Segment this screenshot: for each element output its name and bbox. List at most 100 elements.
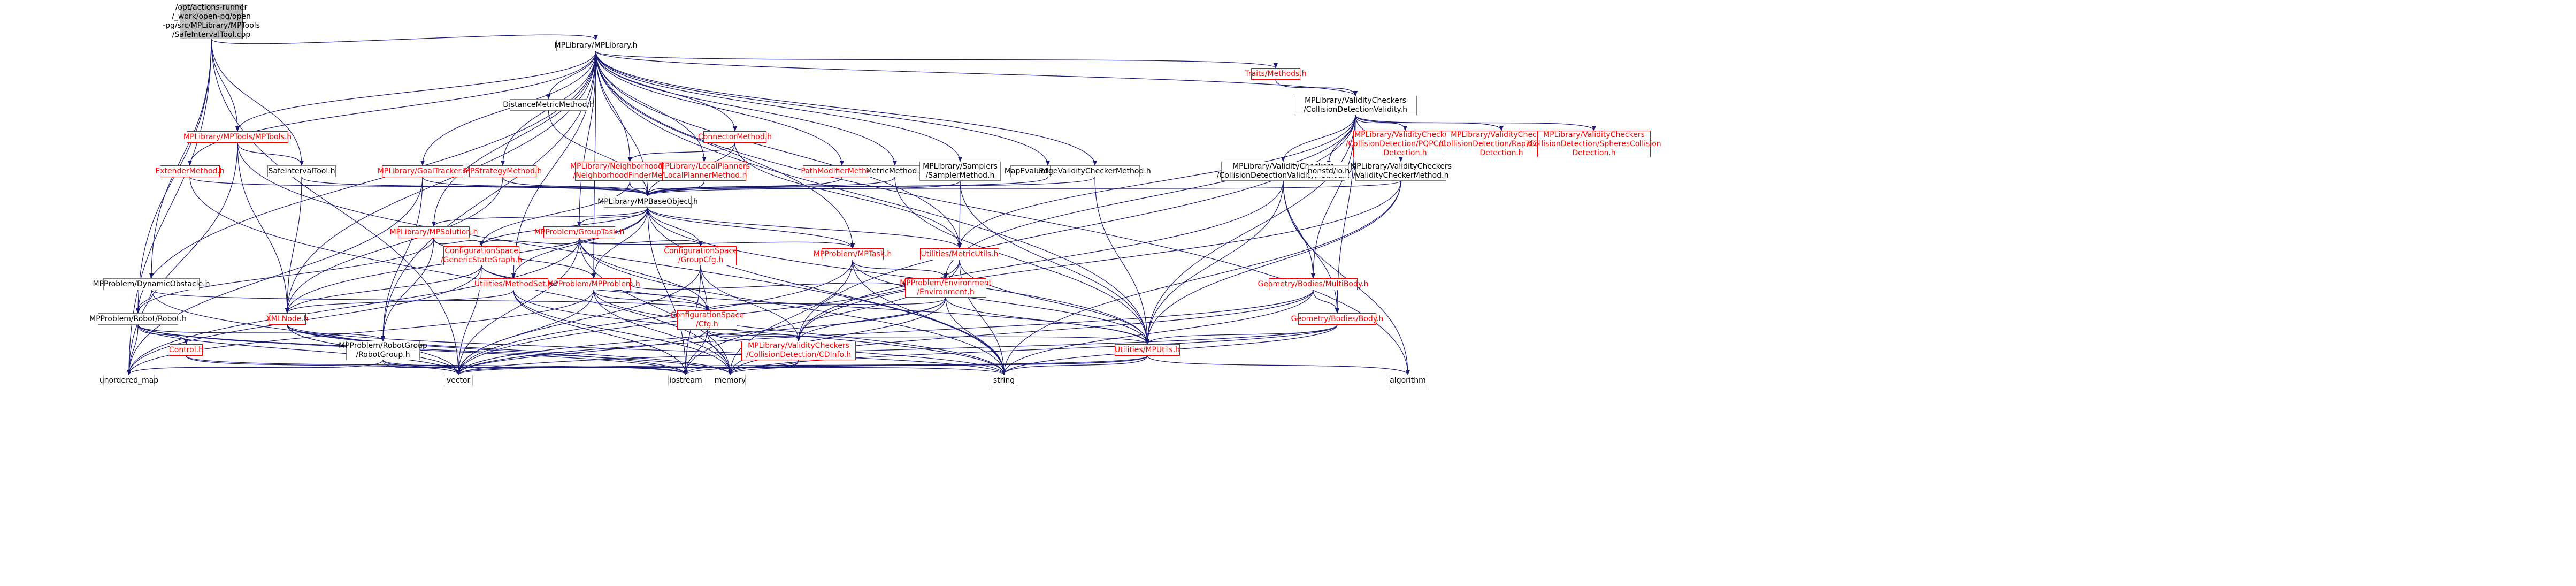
node-groupcfg[interactable]: ConfigurationSpace/GroupCfg.h [664,246,738,265]
node-label-line: Utilities/MethodSet.h [474,279,553,288]
node-robotgroup[interactable]: MPProblem/RobotGroup/RobotGroup.h [339,341,427,360]
edge-vcm-to-mpbase [646,180,1401,196]
node-traits[interactable]: Traits/Methods.h [1245,68,1307,80]
node-label-line: DistanceMetricMethod.h [503,100,594,109]
node-mplibrary[interactable]: MPLibrary/MPLibrary.h [555,40,638,51]
edge-vcm-to-cdinfo [796,180,1401,341]
node-nonstd[interactable]: nonstd/io.h [1307,165,1350,177]
node-memory[interactable]: memory [715,375,746,386]
node-body[interactable]: Geometry/Bodies/Body.h [1291,313,1383,325]
node-dynobst[interactable]: MPProblem/DynamicObstacle.h [93,278,210,290]
node-cdinfo[interactable]: MPLibrary/ValidityCheckers/CollisionDete… [741,341,856,360]
node-environment[interactable]: MPProblem/Environment/Environment.h [900,278,992,298]
node-iostream[interactable]: iostream [668,375,703,386]
node-mpstrategy[interactable]: MPStrategyMethod.h [464,165,542,177]
node-unordered[interactable]: unordered_map [99,375,158,386]
node-label-line: MPLibrary/LocalPlanners [658,162,750,171]
edge-mplibrary-to-mputils [595,51,1149,345]
node-safeint[interactable]: SafeIntervalTool.h [267,165,336,177]
node-extender[interactable]: ExtenderMethod.h [155,165,225,177]
edge-mplibrary-to-grouptask [577,51,596,227]
edge-methodset-to-string [513,290,1006,375]
node-algorithm[interactable]: algorithm [1389,375,1427,386]
node-methodset[interactable]: Utilities/MethodSet.h [474,278,553,290]
node-robot[interactable]: MPProblem/Robot/Robot.h [89,313,187,325]
node-label-line: /Environment.h [917,288,975,296]
node-nfinders[interactable]: MPLibrary/NeighborhoodFinders/Neighborho… [570,162,689,181]
edge-cspace_gsg-to-xmlnode [285,265,482,314]
node-goaltracker[interactable]: MPLibrary/GoalTracker.h [378,165,467,177]
node-mpproblem[interactable]: MPProblem/MPProblem.h [547,278,640,290]
edge-mplibrary-to-pathmod [595,51,844,166]
edge-mpbase-to-mpsolution [432,207,648,227]
edge-mplibrary-to-samplers [595,51,962,162]
node-label-line: MPLibrary/NeighborhoodFinders [570,162,690,171]
node-label-line: MPProblem/RobotGroup [339,341,427,350]
edge-mpbase-to-groupcfg [647,207,703,247]
node-mpsolution[interactable]: MPLibrary/MPSolution.h [389,226,478,238]
node-mpbase[interactable]: MPLibrary/MPBaseObject.h [597,196,698,208]
node-label-line: Detection.h [1383,148,1427,157]
edge-mputils-to-vector [456,355,1148,375]
node-cspace-gsg[interactable]: ConfigurationSpace/GenericStateGraph.h [441,246,522,265]
node-spheres[interactable]: MPLibrary/ValidityCheckers/CollisionDete… [1527,131,1661,157]
edge-multibody-to-string [1002,290,1314,375]
edge-mptools-to-xmlnode [237,142,289,314]
edge-mplibrary-to-metricutils [595,51,962,249]
node-grouptask[interactable]: MPProblem/GroupTask.h [534,226,624,238]
node-mputils[interactable]: Utilities/MPUtils.h [1115,344,1180,356]
node-root[interactable]: /opt/actions-runner/_work/open-pg/open-p… [163,3,260,39]
edge-xmlnode-to-memory [287,324,732,375]
node-label-line: Detection.h [1479,148,1523,157]
edge-mpstrategy-to-xmlnode [285,177,503,314]
node-metricutils[interactable]: Utilities/MetricUtils.h [920,248,999,260]
node-label-line: Geometry/Bodies/Body.h [1291,314,1384,323]
node-mptools[interactable]: MPLibrary/MPTools/MPTools.h [183,131,292,143]
node-control[interactable]: Control.h [169,344,203,356]
node-cfg[interactable]: ConfigurationSpace/Cfg.h [670,310,744,330]
node-multibody[interactable]: Geometry/Bodies/MultiBody.h [1258,278,1369,290]
node-label-line: Geometry/Bodies/MultiBody.h [1258,279,1369,288]
node-label-line: MPLibrary/ValidityCheckers [1451,130,1552,139]
edge-mptask-to-environment [852,260,948,279]
node-label-line: EdgeValidityCheckerMethod.h [1039,166,1151,176]
node-label-line: Traits/Methods.h [1245,69,1307,78]
edge-vcm-to-string [1002,180,1401,375]
node-label-line: nonstd/io.h [1307,166,1350,176]
node-connector[interactable]: ConnectorMethod.h [698,131,772,143]
edge-root-to-dynobst [149,39,212,279]
node-label-line: MPLibrary/ValidityCheckers [1354,130,1456,139]
node-edgevalid[interactable]: EdgeValidityCheckerMethod.h [1039,165,1151,177]
edge-mpbase-to-mptask [647,207,855,249]
edge-body-to-vector [456,324,1338,375]
node-cdv[interactable]: MPLibrary/ValidityCheckers/CollisionDete… [1294,96,1417,115]
edge-robot-to-unordered [127,324,139,375]
node-mptask[interactable]: MPProblem/MPTask.h [814,248,892,260]
node-distance[interactable]: DistanceMetricMethod.h [503,99,594,111]
node-label-line: /SafeIntervalTool.cpp [172,31,251,39]
edge-body-to-memory [728,324,1338,375]
edge-connector-to-metricutils [734,142,962,249]
node-metric[interactable]: MetricMethod.h [865,165,924,177]
node-label-line: /SamplerMethod.h [925,171,995,180]
node-samplers[interactable]: MPLibrary/Samplers/SamplerMethod.h [919,162,1001,181]
node-pqp[interactable]: MPLibrary/ValidityCheckers/CollisionDete… [1346,130,1465,157]
node-vector[interactable]: vector [444,375,473,386]
node-label-line: ConnectorMethod.h [697,132,772,141]
edge-methodset-to-memory [513,290,732,375]
edge-mputils-to-memory [728,355,1148,375]
edge-mplibrary-to-mptools [235,51,596,132]
node-label-line: MPLibrary/GoalTracker.h [377,166,468,176]
node-label-line: /_work/open-pg/open [172,12,251,21]
edge-pathmod-to-mpbase [646,177,842,196]
node-vcm[interactable]: MPLibrary/ValidityCheckers/ValidityCheck… [1350,162,1452,181]
edge-samplers-to-mputils [960,180,1149,345]
edge-methodset-to-iostream [513,290,688,375]
edge-environment-to-mputils [945,297,1149,345]
node-localplan[interactable]: MPLibrary/LocalPlanners/LocalPlannerMeth… [658,162,750,181]
node-string[interactable]: string [991,375,1017,386]
node-xmlnode[interactable]: XMLNode.h [266,313,309,325]
node-label-line: MPProblem/MPProblem.h [547,279,640,288]
node-label-line: memory [714,376,746,385]
node-label-line: MPLibrary/MPBaseObject.h [597,197,698,206]
